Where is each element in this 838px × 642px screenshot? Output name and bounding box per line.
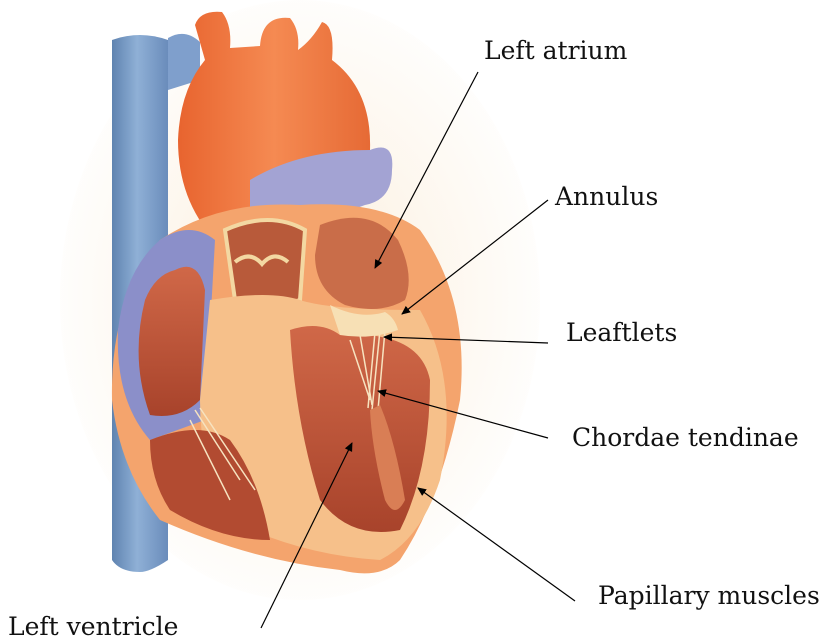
label-left-ventricle: Left ventricle [8,614,178,639]
label-papillary-muscles: Papillary muscles [598,583,820,608]
papillary-pointer [418,488,575,601]
label-annulus: Annulus [555,184,658,209]
label-chordae-tendinae: Chordae tendinae [572,425,799,450]
label-leaflets: Leaftlets [566,320,677,345]
label-left-atrium: Left atrium [484,38,627,63]
